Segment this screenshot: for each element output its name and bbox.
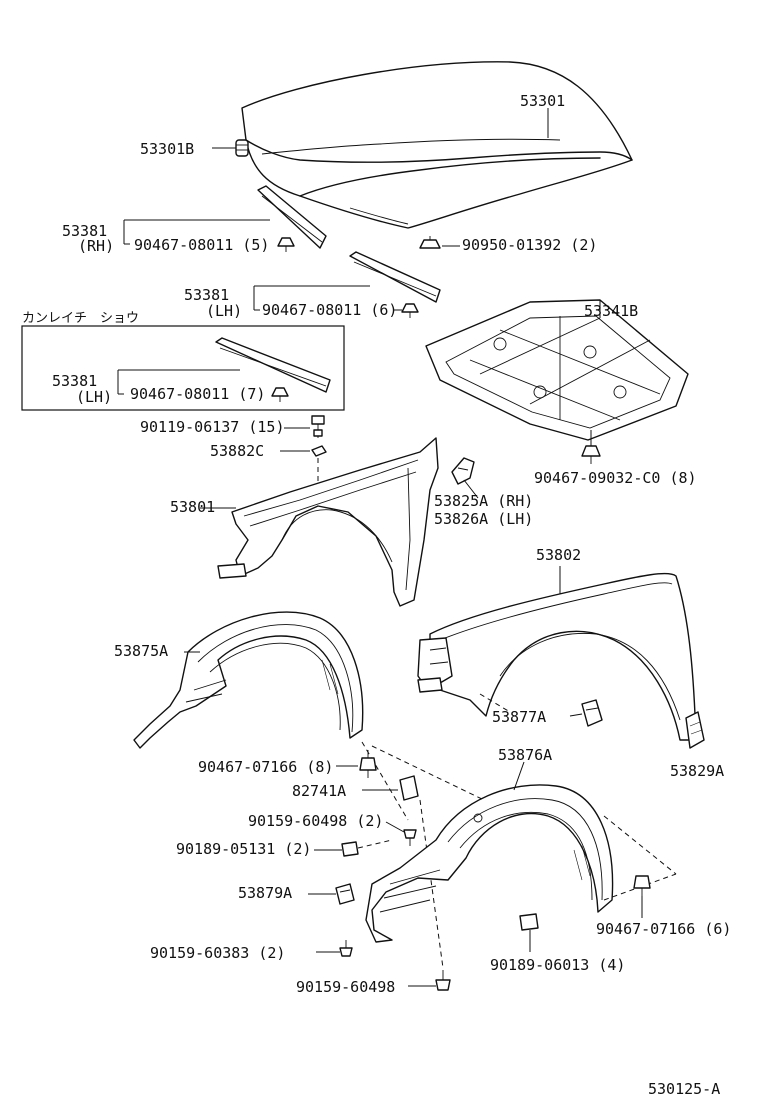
label-liner-rh: 53876A xyxy=(498,746,552,764)
label-seal-rh-side: (RH) xyxy=(78,237,114,255)
mud-guard-part xyxy=(685,711,705,749)
screw-icon xyxy=(408,799,451,991)
clip-icon xyxy=(314,839,393,857)
fender-liner-rh-part xyxy=(365,745,677,943)
label-box-title: カンレイチ ショウ xyxy=(22,311,139,326)
hood-cushion-icon xyxy=(212,139,249,157)
label-screw-single: 90159-60498 xyxy=(296,978,395,996)
label-clip-c0: 90467-09032-C0 (8) xyxy=(534,469,697,487)
cold-area-box xyxy=(21,325,345,411)
label-nut-2: 90950-01392 (2) xyxy=(462,236,597,254)
label-bracket-lh: 53826A (LH) xyxy=(434,510,533,528)
hood-part xyxy=(241,61,633,229)
hood-insulator-part xyxy=(425,299,689,441)
label-liner-lh: 53875A xyxy=(114,642,168,660)
label-clip-06013: 90189-06013 (4) xyxy=(490,956,625,974)
seal-rh-part xyxy=(123,185,327,249)
label-box-seal-side: (LH) xyxy=(76,388,112,406)
label-insulator: 53341B xyxy=(584,302,638,320)
seal-lh-part xyxy=(253,251,441,311)
label-hood: 53301 xyxy=(520,92,565,110)
label-bracket-877: 53877A xyxy=(492,708,546,726)
label-seal-lh-side: (LH) xyxy=(206,302,242,320)
retainer-icon xyxy=(362,775,419,801)
clip-icon xyxy=(581,430,601,464)
label-bracket-rh: 53825A (RH) xyxy=(434,492,533,510)
fender-rh-part xyxy=(417,566,697,741)
fender-liner-lh-part xyxy=(133,611,409,821)
label-fender-lh: 53801 xyxy=(170,498,215,516)
label-box-seal: 53381 xyxy=(52,372,97,390)
clip-icon xyxy=(308,883,355,905)
label-hood-cushion: 53301B xyxy=(140,140,194,158)
figure-code: 530125-A xyxy=(648,1080,720,1098)
label-clip-879: 53879A xyxy=(238,884,292,902)
label-screw-2a: 90159-60498 (2) xyxy=(248,812,383,830)
bracket-part xyxy=(569,699,603,727)
clip-icon xyxy=(277,237,295,252)
clip-icon xyxy=(633,875,651,918)
label-screw-60383: 90159-60383 (2) xyxy=(150,944,285,962)
screw-icon xyxy=(316,940,353,957)
label-clip-6b: 90467-07166 (6) xyxy=(596,920,731,938)
bolt-icon xyxy=(284,415,325,438)
label-retainer: 82741A xyxy=(292,782,346,800)
label-clip-05131: 90189-05131 (2) xyxy=(176,840,311,858)
label-clip-6: 90467-08011 (6) xyxy=(262,301,397,319)
nut-icon xyxy=(419,236,460,249)
clip-icon xyxy=(394,303,419,318)
label-seal-rh: 53381 xyxy=(62,222,107,240)
bracket-part xyxy=(451,457,479,499)
label-washer: 53882C xyxy=(210,442,264,460)
label-mud-guard: 53829A xyxy=(670,762,724,780)
clip-icon xyxy=(519,913,539,952)
label-clip-8: 90467-07166 (8) xyxy=(198,758,333,776)
label-clip-7: 90467-08011 (7) xyxy=(130,385,265,403)
label-seal-lh: 53381 xyxy=(184,286,229,304)
label-fender-rh: 53802 xyxy=(536,546,581,564)
label-bolt-15: 90119-06137 (15) xyxy=(140,418,285,436)
fender-lh-part xyxy=(200,437,439,607)
label-clip-5: 90467-08011 (5) xyxy=(134,236,269,254)
clip-icon xyxy=(336,750,377,778)
screw-icon xyxy=(385,821,417,846)
